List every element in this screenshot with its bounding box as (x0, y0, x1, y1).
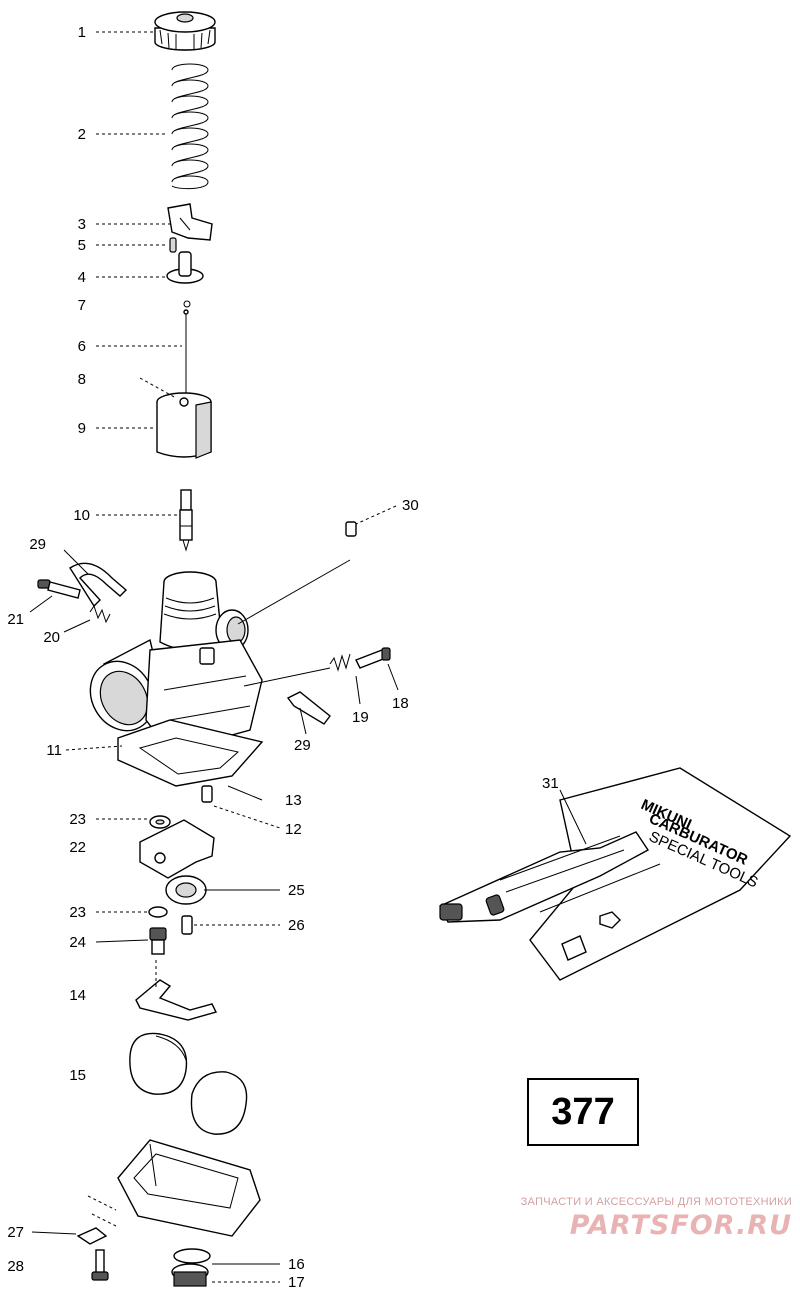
part-screw-28 (91, 1249, 109, 1281)
callout-11: 11 (46, 742, 62, 759)
part-drain-plug (171, 1248, 211, 1287)
part-top-cap (154, 11, 216, 51)
part-air-screw-cap (345, 521, 357, 537)
part-idle-screw (355, 647, 391, 669)
callout-16: 16 (288, 1256, 305, 1273)
part-washer-upper (149, 815, 171, 829)
part-needle-valve (181, 915, 193, 935)
part-plate (167, 203, 213, 241)
part-float-arm (135, 979, 218, 1021)
part-main-jet (149, 927, 167, 955)
callout-13: 13 (285, 792, 302, 809)
callout-20: 20 (43, 629, 60, 646)
callout-27: 27 (7, 1224, 24, 1241)
callout-1: 1 (78, 24, 86, 41)
part-float-right (190, 1071, 248, 1135)
callout-8: 8 (78, 371, 86, 388)
callout-22: 22 (69, 839, 86, 856)
watermark: ЗАПЧАСТИ И АКСЕССУАРЫ ДЛЯ МОТОТЕХНИКИ PA… (488, 1196, 792, 1241)
callout-17: 17 (288, 1274, 305, 1291)
part-needle-retainer (166, 251, 204, 284)
callout-23-lower: 23 (69, 904, 86, 921)
callout-23-upper: 23 (69, 811, 86, 828)
callout-26: 26 (288, 917, 305, 934)
part-pilot-air-screw (37, 579, 81, 599)
callout-21: 21 (7, 611, 24, 628)
part-mikuni-tool-kit: MIKUNI CARBURATOR SPECIAL TOOLS (439, 767, 792, 981)
callout-5: 5 (78, 237, 86, 254)
part-spring (171, 63, 209, 190)
part-needle-jet (179, 489, 193, 552)
part-washer-lower (148, 906, 168, 918)
callout-15: 15 (69, 1067, 86, 1084)
part-bracket-27 (76, 1227, 108, 1245)
callout-29-lower: 29 (294, 737, 311, 754)
callout-25: 25 (288, 882, 305, 899)
part-screw-12 (201, 785, 213, 803)
callout-7: 7 (78, 297, 86, 314)
callout-3: 3 (78, 216, 86, 233)
callout-14: 14 (69, 987, 86, 1004)
callout-28: 28 (7, 1258, 24, 1275)
part-rod-13 (227, 785, 263, 801)
leader-lines (29, 31, 587, 1283)
callout-12: 12 (285, 821, 302, 838)
part-e-clip (183, 300, 191, 308)
part-baffle-plate (139, 819, 215, 879)
part-pin (169, 237, 177, 253)
callout-labels: 1 2 3 4 5 6 7 8 9 10 11 12 13 14 15 16 1… (7, 24, 558, 1291)
callout-30: 30 (402, 497, 419, 514)
part-valve-seat (165, 875, 207, 905)
part-throttle-valve (156, 392, 212, 459)
callout-2: 2 (78, 126, 86, 143)
part-float-bowl (117, 1139, 261, 1237)
page-number-box: 377 (527, 1078, 639, 1146)
part-small-spring-left (89, 604, 111, 624)
watermark-tagline: ЗАПЧАСТИ И АКСЕССУАРЫ ДЛЯ МОТОТЕХНИКИ (520, 1196, 792, 1208)
part-jet-needle (183, 309, 189, 404)
callout-31: 31 (542, 775, 559, 792)
watermark-site: PARTSFOR.RU (569, 1210, 792, 1241)
part-hose-lower (286, 691, 331, 725)
callout-19: 19 (352, 709, 369, 726)
callout-4: 4 (78, 269, 86, 286)
part-float-left (129, 1032, 188, 1095)
part-carburetor-body (89, 571, 264, 787)
callout-24: 24 (69, 934, 86, 951)
part-idle-screw-spring (329, 653, 351, 672)
part-hose-upper (69, 562, 128, 608)
callout-18: 18 (392, 695, 409, 712)
callout-9: 9 (78, 420, 86, 437)
callout-6: 6 (78, 338, 86, 355)
callout-29-upper: 29 (29, 536, 46, 553)
callout-10: 10 (73, 507, 90, 524)
